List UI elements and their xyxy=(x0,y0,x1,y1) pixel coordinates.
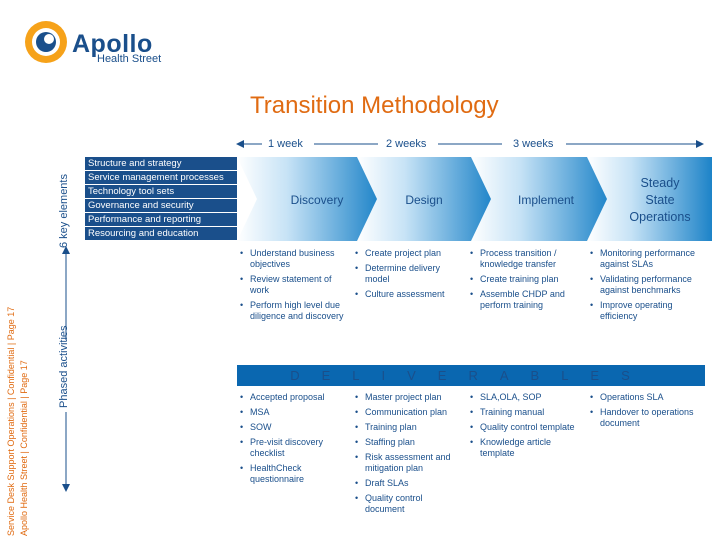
deliverable-item: Communication plan xyxy=(352,407,464,418)
deliverables-discovery: Accepted proposal MSA SOW Pre-visit disc… xyxy=(237,392,347,489)
week-3: 3 weeks xyxy=(513,138,554,150)
brand-subtitle: Health Street xyxy=(97,53,162,65)
phase-steady-line: State xyxy=(645,193,675,207)
activity-item: Perform high level due diligence and dis… xyxy=(237,300,347,322)
phase-implement: Implement xyxy=(517,193,575,207)
phase-discovery: Discovery xyxy=(290,193,344,207)
deliverable-item: MSA xyxy=(237,407,347,418)
activity-item: Process transition / knowledge transfer xyxy=(467,248,582,270)
deliverables-bar xyxy=(237,365,705,386)
apollo-logo-icon xyxy=(25,21,67,63)
deliverable-item: Draft SLAs xyxy=(352,478,464,489)
activity-item: Review statement of work xyxy=(237,274,347,296)
chevron-steady-state xyxy=(587,157,712,241)
activity-item: Understand business objectives xyxy=(237,248,347,270)
deliverable-item: SOW xyxy=(237,422,347,433)
deliverable-item: SLA,OLA, SOP xyxy=(467,392,582,403)
deliverables-steady-state: Operations SLA Handover to operations do… xyxy=(587,392,717,433)
deliverable-item: Handover to operations document xyxy=(587,407,717,429)
key-element-item: Structure and strategy xyxy=(85,157,237,170)
chevron-design xyxy=(357,157,494,241)
deliverable-item: Risk assessment and mitigation plan xyxy=(352,452,464,474)
week-2: 2 weeks xyxy=(386,138,427,150)
deliverable-item: Quality control document xyxy=(352,493,464,515)
week-1: 1 week xyxy=(268,138,303,150)
phase-steady-state: Steady State Operations xyxy=(612,175,708,226)
deliverable-item: Staffing plan xyxy=(352,437,464,448)
activities-design: Create project plan Determine delivery m… xyxy=(352,248,462,304)
activity-item: Determine delivery model xyxy=(352,263,462,285)
deliverable-item: Accepted proposal xyxy=(237,392,347,403)
deliverable-item: Master project plan xyxy=(352,392,464,403)
chevron-implement xyxy=(471,157,610,241)
deliverable-item: Training plan xyxy=(352,422,464,433)
activities-implement: Process transition / knowledge transfer … xyxy=(467,248,582,315)
activity-item: Improve operating efficiency xyxy=(587,300,707,322)
phase-steady-line: Steady xyxy=(640,176,680,190)
activity-item: Culture assessment xyxy=(352,289,462,300)
activity-item: Create training plan xyxy=(467,274,582,285)
page-title: Transition Methodology xyxy=(250,92,499,119)
deliverable-item: Pre-visit discovery checklist xyxy=(237,437,347,459)
key-element-item: Resourcing and education xyxy=(85,227,237,240)
activity-item: Validating performance against benchmark… xyxy=(587,274,707,296)
phase-steady-line: Operations xyxy=(629,210,691,224)
deliverable-item: Operations SLA xyxy=(587,392,717,403)
key-element-item: Service management processes xyxy=(85,171,237,184)
key-element-item: Technology tool sets xyxy=(85,185,237,198)
deliverable-item: Knowledge article template xyxy=(467,437,582,459)
brand-name: Apollo xyxy=(72,30,153,58)
chevron-discovery xyxy=(237,157,380,241)
key-element-item: Governance and security xyxy=(85,199,237,212)
activity-item: Create project plan xyxy=(352,248,462,259)
deliverables-implement: SLA,OLA, SOP Training manual Quality con… xyxy=(467,392,582,463)
deliverable-item: Quality control template xyxy=(467,422,582,433)
deliverable-item: HealthCheck questionnaire xyxy=(237,463,347,485)
phase-design: Design xyxy=(405,193,443,207)
deliverables-label: DELIVERABLES xyxy=(290,368,652,383)
activities-discovery: Understand business objectives Review st… xyxy=(237,248,347,326)
activity-item: Monitoring performance against SLAs xyxy=(587,248,707,270)
deliverable-item: Training manual xyxy=(467,407,582,418)
activities-steady-state: Monitoring performance against SLAs Vali… xyxy=(587,248,707,326)
activity-item: Assemble CHDP and perform training xyxy=(467,289,582,311)
key-element-item: Performance and reporting xyxy=(85,213,237,226)
deliverables-design: Master project plan Communication plan T… xyxy=(352,392,464,519)
